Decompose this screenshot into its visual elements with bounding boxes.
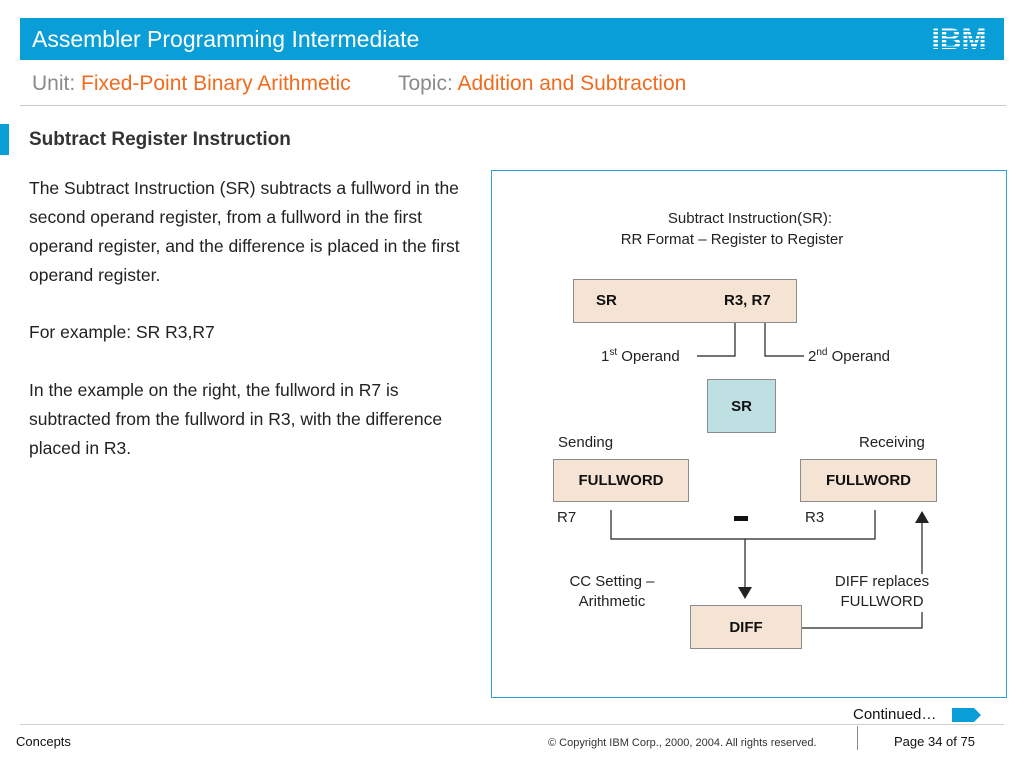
unit-topic-line: Unit: Fixed-Point Binary Arithmetic Topi… xyxy=(32,72,686,96)
operation-sr-box: SR xyxy=(707,379,776,433)
minus-sign-icon xyxy=(734,516,748,521)
arrow-down-icon xyxy=(738,587,752,599)
footer-copyright: © Copyright IBM Corp., 2000, 2004. All r… xyxy=(548,737,817,749)
diff-box: DIFF xyxy=(690,605,802,649)
receiving-label: Receiving xyxy=(859,434,925,451)
continued-label[interactable]: Continued… xyxy=(853,706,937,723)
first-operand-label: 1st Operand xyxy=(601,347,680,365)
footer-separator xyxy=(857,726,858,750)
diagram-caption-line1: Subtract Instruction(SR): xyxy=(667,210,833,227)
body-paragraph-1: The Subtract Instruction (SR) subtracts … xyxy=(29,178,460,285)
unit-value: Fixed-Point Binary Arithmetic xyxy=(81,72,351,95)
svg-text:IBM: IBM xyxy=(932,24,987,52)
sending-fullword-box: FULLWORD xyxy=(553,459,689,502)
diff-replaces-note: DIFF replaces FULLWORD xyxy=(834,573,930,610)
r3-label: R3 xyxy=(805,509,825,526)
unit-label: Unit: xyxy=(32,72,76,95)
instr-operands: R3, R7 xyxy=(724,292,771,309)
footer-section: Concepts xyxy=(16,734,71,749)
arrow-up-icon xyxy=(915,511,929,523)
ibm-logo: IBM xyxy=(932,24,987,52)
r7-label: R7 xyxy=(557,509,577,526)
topic-label: Topic: xyxy=(397,72,453,95)
second-operand-label: 2nd Operand xyxy=(808,347,891,365)
body-paragraph-3: In the example on the right, the fullwor… xyxy=(29,380,443,458)
continued-arrow-icon[interactable] xyxy=(952,707,982,723)
subtract-bracket-line xyxy=(610,510,876,540)
footer-divider xyxy=(20,724,1004,725)
diagram-panel: Subtract Instruction(SR): RR Format – Re… xyxy=(491,170,1007,698)
cc-setting-note: CC Setting – Arithmetic xyxy=(569,573,655,610)
topic-value: Addition and Subtraction xyxy=(457,72,687,95)
return-path-line xyxy=(802,612,923,629)
sending-label: Sending xyxy=(558,434,614,451)
header-divider xyxy=(20,105,1006,106)
heading-accent-bar xyxy=(0,124,9,155)
receiving-fullword-box: FULLWORD xyxy=(800,459,937,502)
body-paragraph-2: For example: SR R3,R7 xyxy=(29,322,215,342)
page-number: Page 34 of 75 xyxy=(894,734,975,749)
slide-heading: Subtract Register Instruction xyxy=(29,129,291,150)
instr-mnemonic: SR xyxy=(596,292,617,309)
title-bar: Assembler Programming Intermediate IBM xyxy=(20,18,1004,60)
instruction-format-box: SR R3, R7 xyxy=(573,279,797,323)
course-title: Assembler Programming Intermediate xyxy=(32,26,420,52)
diagram-caption-line2: RR Format – Register to Register xyxy=(620,231,844,248)
